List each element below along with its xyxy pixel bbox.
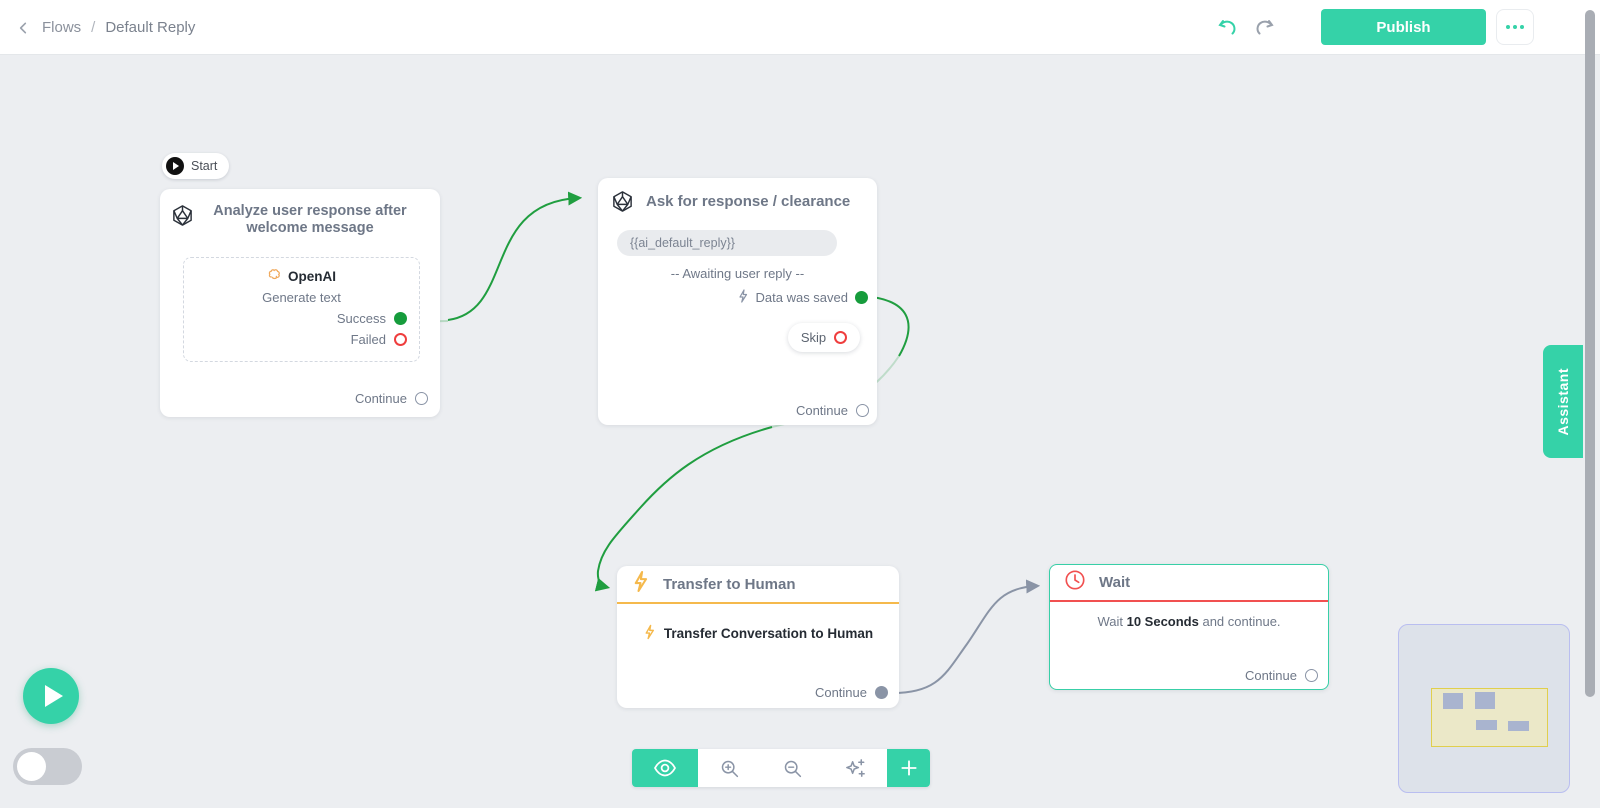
minimap-node (1508, 721, 1529, 731)
plus-icon (900, 760, 917, 776)
minimap-node (1475, 692, 1495, 709)
more-dots-icon (1506, 25, 1510, 29)
zoom-out-button[interactable] (761, 749, 824, 787)
sparkles-icon (846, 758, 865, 777)
auto-arrange-button[interactable] (824, 749, 887, 787)
wait-duration: 10 Seconds (1126, 614, 1199, 629)
breadcrumb-flows-link[interactable]: Flows (42, 19, 82, 36)
vertical-scrollbar[interactable] (1585, 10, 1595, 697)
continue-port[interactable] (415, 392, 428, 405)
breadcrumb: Flows / Default Reply (16, 0, 195, 55)
continue-label: Continue (1244, 668, 1297, 683)
edge-transfer-to-wait (889, 579, 1041, 695)
page-title: Default Reply (105, 19, 196, 36)
node-transfer-to-human[interactable]: Transfer to Human Transfer Conversation … (617, 566, 899, 708)
publish-button[interactable]: Publish (1321, 9, 1486, 45)
openai-action-box[interactable]: OpenAI Generate text Success Failed (183, 257, 420, 362)
assistant-tab[interactable]: Assistant (1543, 345, 1583, 458)
openai-action-label: Generate text (262, 290, 341, 305)
lightning-icon (631, 570, 650, 598)
failed-port[interactable] (394, 333, 407, 346)
node-title: Transfer to Human (663, 575, 796, 593)
preview-button[interactable] (632, 749, 698, 787)
node-title: Wait (1099, 574, 1131, 591)
clock-icon (1064, 569, 1086, 596)
zoom-in-button[interactable] (698, 749, 761, 787)
chevron-left-icon[interactable] (16, 20, 32, 36)
node-analyze-user-response[interactable]: Analyze user response after welcome mess… (160, 189, 440, 417)
failed-port-label: Failed (350, 332, 386, 347)
add-node-button[interactable] (887, 749, 930, 787)
edge-success-to-ask (447, 191, 583, 321)
start-label: Start (191, 159, 218, 173)
node-wait[interactable]: Wait Wait 10 Seconds and continue. Conti… (1049, 564, 1329, 690)
node-title: Analyze user response after welcome mess… (213, 203, 407, 236)
play-icon (166, 157, 184, 175)
skip-port[interactable] (834, 331, 848, 344)
assistant-label: Assistant (1555, 367, 1571, 436)
undo-icon[interactable] (1216, 16, 1240, 40)
openai-provider-label: OpenAI (287, 268, 336, 284)
data-saved-label: Data was saved (755, 290, 849, 305)
zoom-in-icon (721, 760, 739, 777)
skip-label: Skip (800, 330, 827, 345)
success-port-label: Success (336, 311, 386, 326)
run-flow-button[interactable] (23, 668, 79, 724)
more-dots-icon (1520, 25, 1524, 29)
more-options-button[interactable] (1496, 9, 1534, 45)
minimap-node (1443, 693, 1463, 709)
eye-icon (653, 759, 677, 777)
transfer-action-label: Transfer Conversation to Human (663, 626, 874, 641)
continue-label: Continue (354, 391, 407, 406)
success-port[interactable] (394, 312, 407, 325)
minimap[interactable] (1398, 624, 1570, 793)
node-ask-for-response[interactable]: Ask for response / clearance {{ai_defaul… (598, 178, 877, 425)
node-title: Ask for response / clearance (646, 193, 851, 210)
lightning-icon (737, 289, 749, 306)
continue-port[interactable] (856, 404, 869, 417)
icosahedron-icon (171, 204, 194, 232)
breadcrumb-separator: / (91, 19, 96, 36)
toggle-knob (17, 752, 46, 781)
top-bar: Flows / Default Reply Publish (0, 0, 1600, 55)
play-icon (44, 685, 63, 707)
continue-port[interactable] (1305, 669, 1318, 682)
continue-port[interactable] (875, 686, 888, 699)
redo-icon[interactable] (1252, 16, 1276, 40)
edge-saved-to-transfer (594, 426, 773, 592)
flow-toggle-switch[interactable] (13, 748, 82, 785)
flow-canvas[interactable]: Start Analyze user response after welcom… (0, 55, 1600, 808)
more-dots-icon (1513, 25, 1517, 29)
wait-description: Wait 10 Seconds and continue. (1097, 614, 1281, 629)
reply-message-field[interactable]: {{ai_default_reply}} (617, 230, 837, 256)
continue-label: Continue (814, 685, 867, 700)
openai-icon (267, 267, 282, 285)
zoom-out-icon (784, 760, 802, 777)
start-badge[interactable]: Start (162, 153, 230, 179)
minimap-node (1476, 720, 1497, 730)
icosahedron-icon (611, 190, 634, 218)
skip-button[interactable]: Skip (788, 323, 860, 352)
canvas-toolbar (632, 749, 930, 787)
data-saved-port[interactable] (855, 291, 868, 304)
continue-label: Continue (795, 403, 848, 418)
awaiting-reply-status: -- Awaiting user reply -- (670, 266, 805, 281)
lightning-icon (643, 624, 656, 643)
